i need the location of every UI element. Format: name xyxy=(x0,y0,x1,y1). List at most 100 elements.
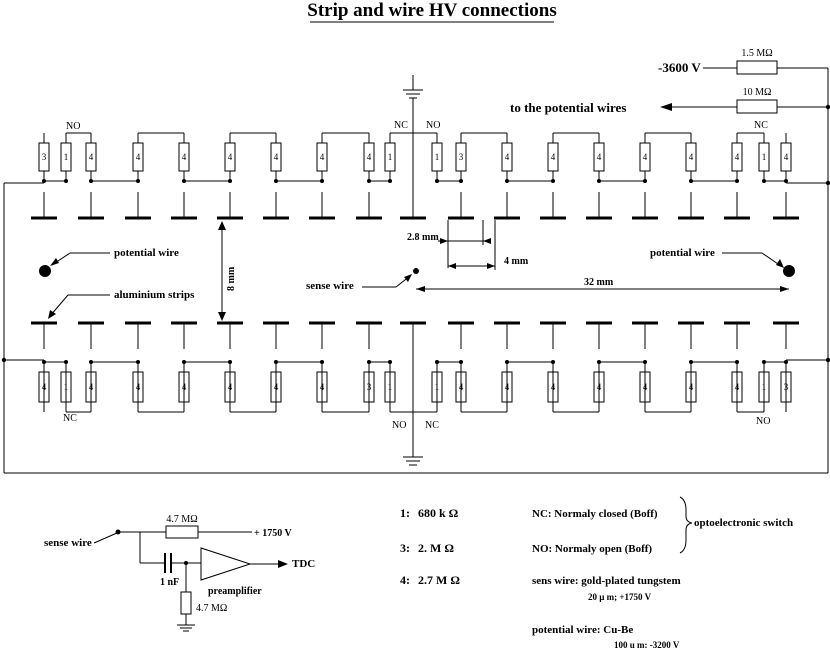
to-potential-wires-label: to the potential wires xyxy=(510,100,626,115)
junction-dot xyxy=(136,360,140,364)
bias-resistor xyxy=(165,525,199,539)
junction-dot xyxy=(64,360,68,364)
arrow-icon xyxy=(50,258,59,266)
junction-dot xyxy=(388,360,392,364)
junction-dot xyxy=(762,360,766,364)
junction-dot xyxy=(435,179,439,183)
junction-dot xyxy=(274,360,278,364)
junction-dot xyxy=(784,179,788,183)
arrow-left-icon xyxy=(660,103,672,111)
resistor-10M-label: 10 MΩ xyxy=(743,87,772,98)
bottom-aluminium-strips xyxy=(31,321,799,349)
potential-wire-left-dot xyxy=(39,265,51,277)
legend-switch: optoelectronic switch xyxy=(694,517,793,529)
junction-dot xyxy=(89,360,93,364)
junction-dot xyxy=(825,357,830,363)
junction-dot xyxy=(505,360,509,364)
ground-resistor xyxy=(180,591,192,615)
legend-brace xyxy=(679,496,693,554)
resistor-10M xyxy=(736,99,778,114)
resistor-code-label: 3 xyxy=(42,152,47,162)
legend-key-4: 4: xyxy=(400,573,410,587)
resistor-code-label: 3 xyxy=(459,152,464,162)
junction-dot xyxy=(320,360,324,364)
junction-dot xyxy=(551,179,555,183)
arrow-down-icon xyxy=(218,312,226,321)
resistor-code-label: 4 xyxy=(505,152,510,162)
junction-dot xyxy=(597,360,601,364)
bias-resistor-label: 4.7 MΩ xyxy=(166,514,197,525)
legend-key-3: 3: xyxy=(400,541,410,555)
resistor-code-label: 4 xyxy=(643,152,648,162)
potential-wire-right-dot xyxy=(783,265,795,277)
legend-value-1: 680 k Ω xyxy=(418,506,459,520)
preamp-label: preamplifier xyxy=(208,586,262,597)
junction-dot xyxy=(762,179,766,183)
arrow-up-icon xyxy=(218,221,226,230)
arrow-icon xyxy=(780,286,789,292)
junction-dot xyxy=(643,179,647,183)
resistor-code-label: 4 xyxy=(228,152,233,162)
resistor-code-label: 4 xyxy=(89,152,94,162)
resistor-code-label: 1 xyxy=(435,152,440,162)
junction-dot xyxy=(42,179,46,183)
nc-label-top-right: NC xyxy=(754,120,768,131)
dim-4mm-label: 4 mm xyxy=(504,256,529,267)
junction-dot xyxy=(825,180,830,186)
resistor-code-label: 4 xyxy=(689,152,694,162)
resistor-code-label: 4 xyxy=(274,152,279,162)
junction-dot xyxy=(367,179,371,183)
sense-wire-label: sense wire xyxy=(306,280,354,292)
arrow-icon xyxy=(404,274,412,282)
legend-value-3: 2. M Ω xyxy=(418,541,454,555)
capacitor-label: 1 nF xyxy=(160,577,179,588)
arrow-icon xyxy=(776,259,784,268)
resistor-code-label: 4 xyxy=(367,152,372,162)
input-line xyxy=(93,532,118,544)
junction-dot xyxy=(320,179,324,183)
resistor-code-label: 4 xyxy=(320,152,325,162)
legend-potential-wire-title: potential wire: Cu-Be xyxy=(532,624,633,636)
junction-dot xyxy=(89,179,93,183)
legend-potential-wire-spec: 100 u m: -3200 V xyxy=(614,640,680,650)
resistor-code-label: 4 xyxy=(784,152,789,162)
resistor-code-label: 4 xyxy=(551,152,556,162)
junction-dot xyxy=(182,179,186,183)
legend-value-4: 2.7 M Ω xyxy=(418,573,460,587)
nc-label-top-center: NC xyxy=(394,120,408,131)
bias-voltage-label: + 1750 V xyxy=(254,528,293,539)
junction-dot xyxy=(228,179,232,183)
resistor-code-label: 1 xyxy=(388,152,393,162)
junction-dot xyxy=(367,360,371,364)
junction-dot xyxy=(388,179,392,183)
resistor-code-label: 1 xyxy=(64,152,69,162)
nc-label-bottom-center: NC xyxy=(425,420,439,431)
preamplifier-triangle-icon xyxy=(200,547,252,581)
preamp-input-label: sense wire xyxy=(44,537,92,549)
legend-no: NO: Normaly open (Boff) xyxy=(532,543,652,555)
no-label-bottom-center: NO xyxy=(392,420,406,431)
arrow-icon xyxy=(48,310,56,319)
junction-dot xyxy=(435,360,439,364)
junction-dot xyxy=(689,179,693,183)
junction-dot xyxy=(274,179,278,183)
junction-dot xyxy=(1,357,7,363)
no-label-top-center: NO xyxy=(426,120,440,131)
junction-dot xyxy=(784,360,788,364)
preamp-ground-icon xyxy=(177,614,195,632)
resistor-code-label: 1 xyxy=(762,152,767,162)
aluminium-strips-label: aluminium strips xyxy=(114,289,195,301)
junction-dot xyxy=(825,104,830,110)
junction-dot xyxy=(228,360,232,364)
junction-dot xyxy=(689,360,693,364)
resistor-code-label: 4 xyxy=(182,152,187,162)
no-label-bottom-right: NO xyxy=(756,416,770,427)
no-label-top-left: NO xyxy=(66,121,80,132)
junction-dot xyxy=(136,179,140,183)
arrow-icon xyxy=(416,286,425,292)
legend-nc: NC: Normaly closed (Boff) xyxy=(532,508,658,520)
ground-resistor-label: 4.7 MΩ xyxy=(196,603,227,614)
dim-8mm-label: 8 mm xyxy=(226,266,237,291)
legend-sens-wire-title: sens wire: gold-plated tungstem xyxy=(532,575,681,587)
